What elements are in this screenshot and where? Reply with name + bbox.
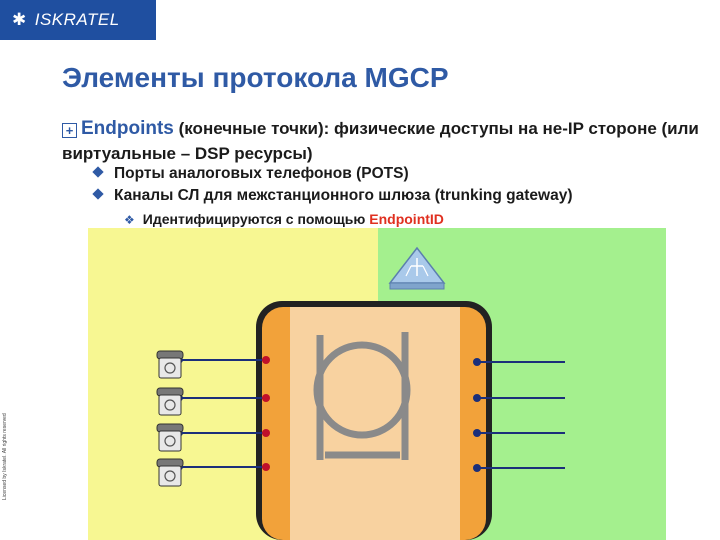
phone-icon bbox=[157, 351, 183, 378]
call-agent-icon bbox=[390, 248, 444, 289]
phone-icon bbox=[157, 388, 183, 415]
phone-icon bbox=[157, 459, 183, 486]
media-gateway bbox=[256, 301, 492, 540]
analog-phones bbox=[157, 351, 183, 486]
phone-icon bbox=[157, 424, 183, 451]
